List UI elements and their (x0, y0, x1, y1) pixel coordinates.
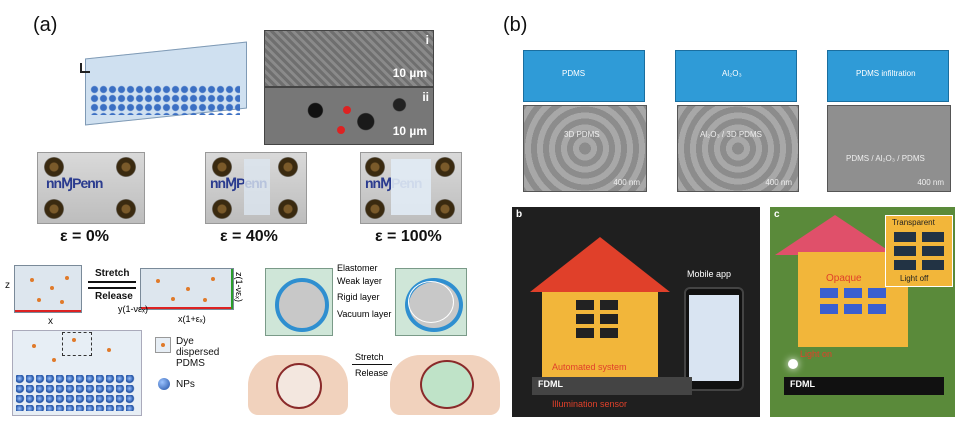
sem-ii-scale: 10 µm (392, 124, 427, 138)
layer-diagram-relaxed (265, 268, 333, 336)
base-platform-c: FDML (784, 377, 944, 395)
photo-c-letter: c (774, 209, 780, 220)
pdms-block: PDMS (523, 50, 645, 102)
layer-diagram-stretched (395, 268, 467, 336)
house-body (542, 292, 658, 377)
infiltrated-block: PDMS infiltration (827, 50, 949, 102)
sem-image-ii: ii 10 µm (264, 87, 434, 145)
strain-label-100: ε = 100% (375, 228, 442, 245)
dim-x-label: x(1+εₓ) (178, 314, 206, 324)
house-body-c (798, 252, 908, 347)
mobile-app-label: Mobile app (687, 269, 732, 279)
al2o3-block-label: Al₂O₃ (722, 69, 742, 78)
light-off-label: Light off (900, 274, 929, 283)
dim-z-label: z(1-νεₓ) (234, 272, 244, 302)
nanoparticle-film-illustration (70, 35, 250, 140)
automated-system-label: Automated system (552, 362, 627, 372)
light-on-label: Light on (800, 349, 833, 359)
photo-automated-house: b Automated system Mobile app FDML Illum… (512, 207, 760, 417)
sem-3d-pdms-scale: 400 nm (613, 178, 640, 187)
sem-al2o3-pdms-scale: 400 nm (765, 178, 792, 187)
house-roof (530, 237, 670, 292)
sem-al2o3-pdms: Al₂O₃ / 3D PDMS 400 nm (677, 105, 799, 192)
base-platform: FDML (532, 377, 692, 395)
sem-pdms-al2o3-pdms-label: PDMS / Al₂O₃ / PDMS (846, 154, 925, 163)
light-bulb-icon (788, 359, 798, 369)
sem-al2o3-pdms-label: Al₂O₃ / 3D PDMS (700, 130, 762, 139)
layer-weak: Weak layer (337, 276, 382, 286)
strain-sample-40: nnⱮPenn (205, 152, 307, 224)
release-arrow (88, 287, 136, 289)
legend-dye-swatch (155, 337, 171, 353)
sem-ii-label: ii (422, 90, 429, 104)
stretch-label: Stretch (95, 268, 130, 279)
fdml-logo-b: FDML (538, 379, 563, 389)
photo-b-letter: b (516, 209, 523, 220)
fdml-logo-c: FDML (790, 379, 815, 389)
layer-rigid: Rigid layer (337, 292, 380, 302)
unstretched-box (14, 265, 82, 313)
opaque-label: Opaque (826, 273, 862, 284)
penn-logo-text: nnⱮPenn (46, 175, 103, 191)
sem-i-scale: 10 µm (392, 66, 427, 80)
strain-sample-0: nnⱮPenn (37, 152, 145, 224)
np-dye-slab (12, 330, 142, 416)
illumination-sensor-label: Illumination sensor (552, 399, 628, 409)
legend-np-swatch (158, 378, 170, 390)
transparent-label: Transparent (892, 218, 935, 227)
panel-a-label: (a) (33, 14, 58, 36)
hands-stretched-image (390, 355, 500, 415)
stretch2-label: Stretch (355, 352, 384, 362)
infiltrated-block-label: PDMS infiltration (856, 69, 916, 78)
sem-pdms-al2o3-pdms: PDMS / Al₂O₃ / PDMS 400 nm (827, 105, 951, 192)
sem-pdms-al2o3-pdms-scale: 400 nm (917, 178, 944, 187)
photo-transparent-house: c Opaque Transparent Light off Light on … (770, 207, 955, 417)
release2-label: Release (355, 368, 389, 378)
strain-label-0: ε = 0% (60, 228, 109, 245)
panel-b-label: (b) (503, 14, 528, 36)
sem-image-i: i 10 µm (264, 30, 434, 87)
dim-y-label: y(1-νεₓ) (118, 304, 148, 314)
sem-3d-pdms: 3D PDMS 400 nm (523, 105, 647, 192)
strain-label-40: ε = 40% (220, 228, 278, 245)
axis-x-label: x (48, 316, 53, 327)
sem-i-label: i (425, 33, 429, 47)
axis-z-label: z (5, 280, 10, 291)
strain-sample-100: nnⱮPenn (360, 152, 462, 224)
hands-relaxed-image (248, 355, 348, 415)
legend-np-text: NPs (176, 379, 195, 390)
inset-transparent: Transparent Light off (885, 215, 953, 287)
al2o3-block: Al₂O₃ (675, 50, 797, 102)
pdms-block-label: PDMS (562, 69, 586, 78)
layer-elastomer: Elastomer (337, 263, 378, 273)
stretched-box (140, 268, 234, 310)
legend-dye-text: Dye dispersed PDMS (176, 336, 220, 369)
layer-vacuum: Vacuum layer (337, 309, 392, 319)
phone-image (684, 287, 744, 391)
sem-3d-pdms-label: 3D PDMS (564, 130, 600, 139)
stretch-arrow (88, 281, 136, 283)
release-label: Release (95, 291, 133, 302)
